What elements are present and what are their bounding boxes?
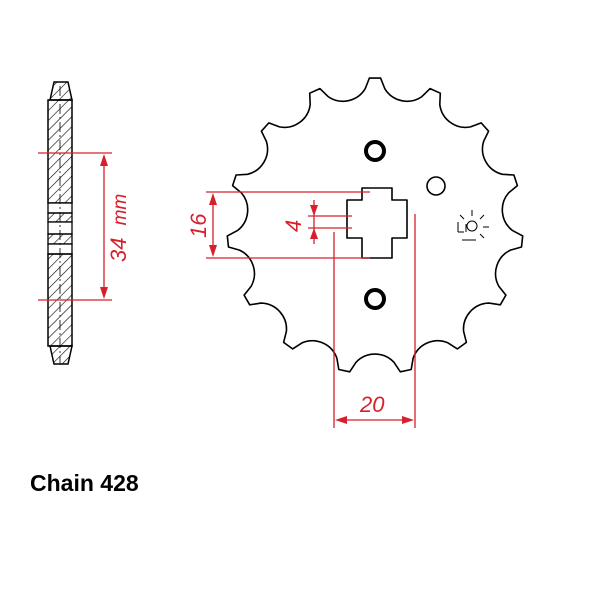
- side-profile-view: [47, 81, 73, 365]
- profile-bottom-taper: [49, 345, 73, 365]
- spline-width-label: 4: [281, 220, 306, 232]
- profile-upper-body: [47, 99, 73, 204]
- sprocket-front-view: [226, 77, 524, 373]
- bore-width-label: 20: [359, 392, 385, 417]
- spline-bore: [346, 187, 408, 259]
- spline-height-label: 16: [186, 213, 211, 238]
- spline-height-dimension: [206, 191, 370, 259]
- profile-top-taper: [49, 81, 73, 101]
- thickness-unit: mm: [110, 194, 131, 226]
- stamp-logo-icon: [457, 210, 489, 241]
- thickness-dimension: [38, 152, 112, 301]
- bore-width-dimension: [333, 214, 416, 428]
- bolt-hole-top: [364, 140, 386, 162]
- thickness-label: 34 mm: [106, 194, 131, 262]
- lightening-hole: [426, 176, 446, 196]
- bolt-hole-bottom: [364, 288, 386, 310]
- thickness-value: 34: [106, 238, 131, 262]
- spline-width-dimension: [308, 200, 352, 244]
- chain-size-caption: Chain 428: [30, 470, 139, 496]
